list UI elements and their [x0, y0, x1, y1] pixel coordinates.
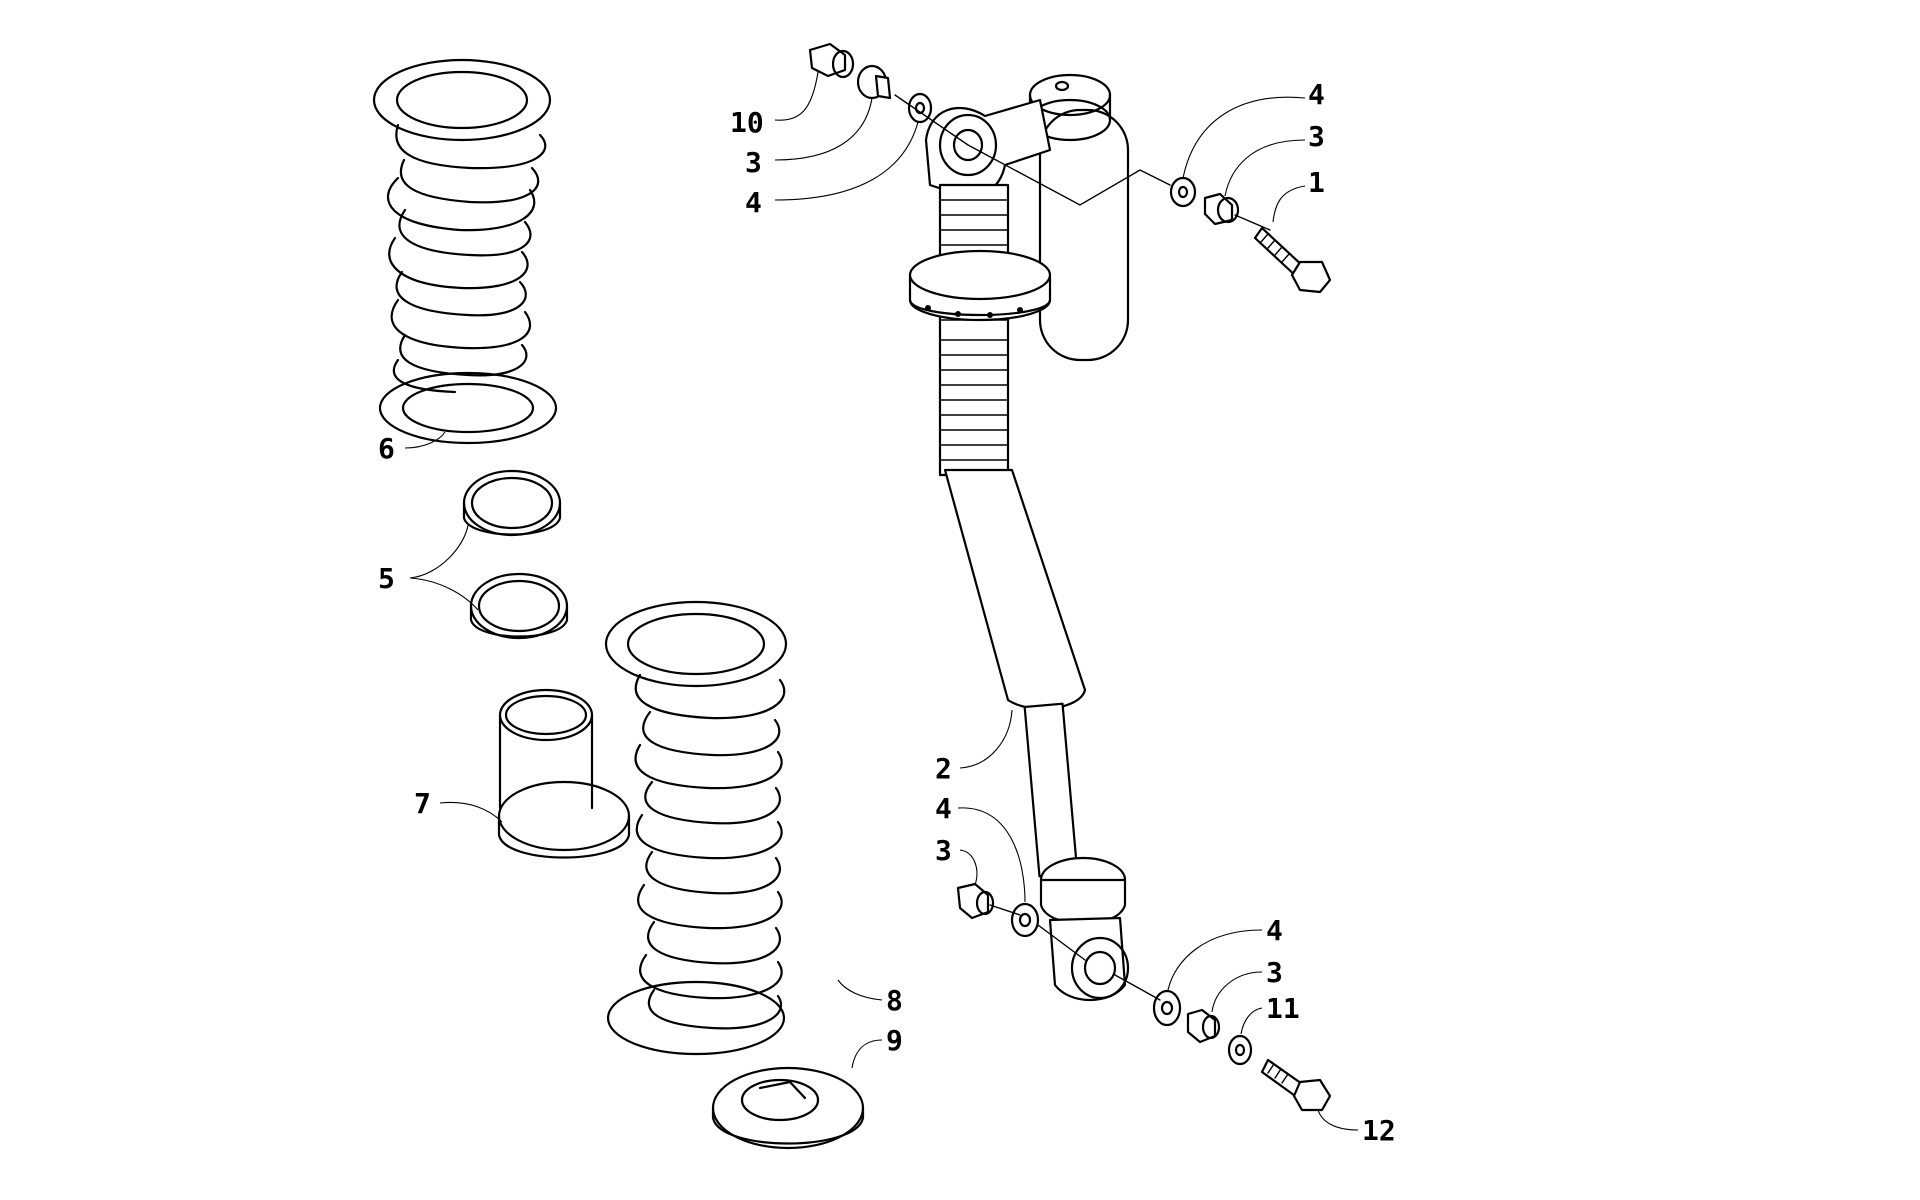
callout-11: 11 — [1266, 992, 1300, 1025]
bump-stop-sleeve — [497, 688, 631, 859]
callout-3-lower-left: 3 — [935, 834, 952, 867]
leader-lines — [404, 71, 1359, 1131]
lower-spring-seat — [711, 1066, 865, 1150]
callout-5: 5 — [378, 562, 395, 595]
spring-retainer-rings — [462, 469, 569, 640]
callout-3-upper-left: 3 — [745, 146, 762, 179]
callout-3-upper-right: 3 — [1308, 120, 1325, 153]
lower-coil-spring — [604, 600, 788, 1056]
callout-6: 6 — [378, 432, 395, 465]
callout-2: 2 — [935, 752, 952, 785]
callout-4-lower-left: 4 — [935, 792, 952, 825]
callout-4-upper-right: 4 — [1308, 78, 1325, 111]
callout-4-lower-right: 4 — [1266, 914, 1283, 947]
callout-12: 12 — [1362, 1114, 1396, 1147]
upper-coil-spring — [372, 58, 558, 445]
callout-9: 9 — [886, 1024, 903, 1057]
lower-hardware — [956, 882, 1332, 1112]
callout-labels: 10 3 4 4 3 1 6 5 7 2 4 3 8 9 4 3 11 12 — [378, 78, 1396, 1147]
callout-7: 7 — [414, 787, 431, 820]
callout-4-upper-left: 4 — [745, 186, 762, 219]
callout-10: 10 — [730, 106, 764, 139]
callout-3-lower-right: 3 — [1266, 956, 1283, 989]
shock-absorber — [908, 73, 1130, 1002]
upper-hardware — [808, 42, 1332, 294]
callout-8: 8 — [886, 984, 903, 1017]
callout-1: 1 — [1308, 166, 1325, 199]
